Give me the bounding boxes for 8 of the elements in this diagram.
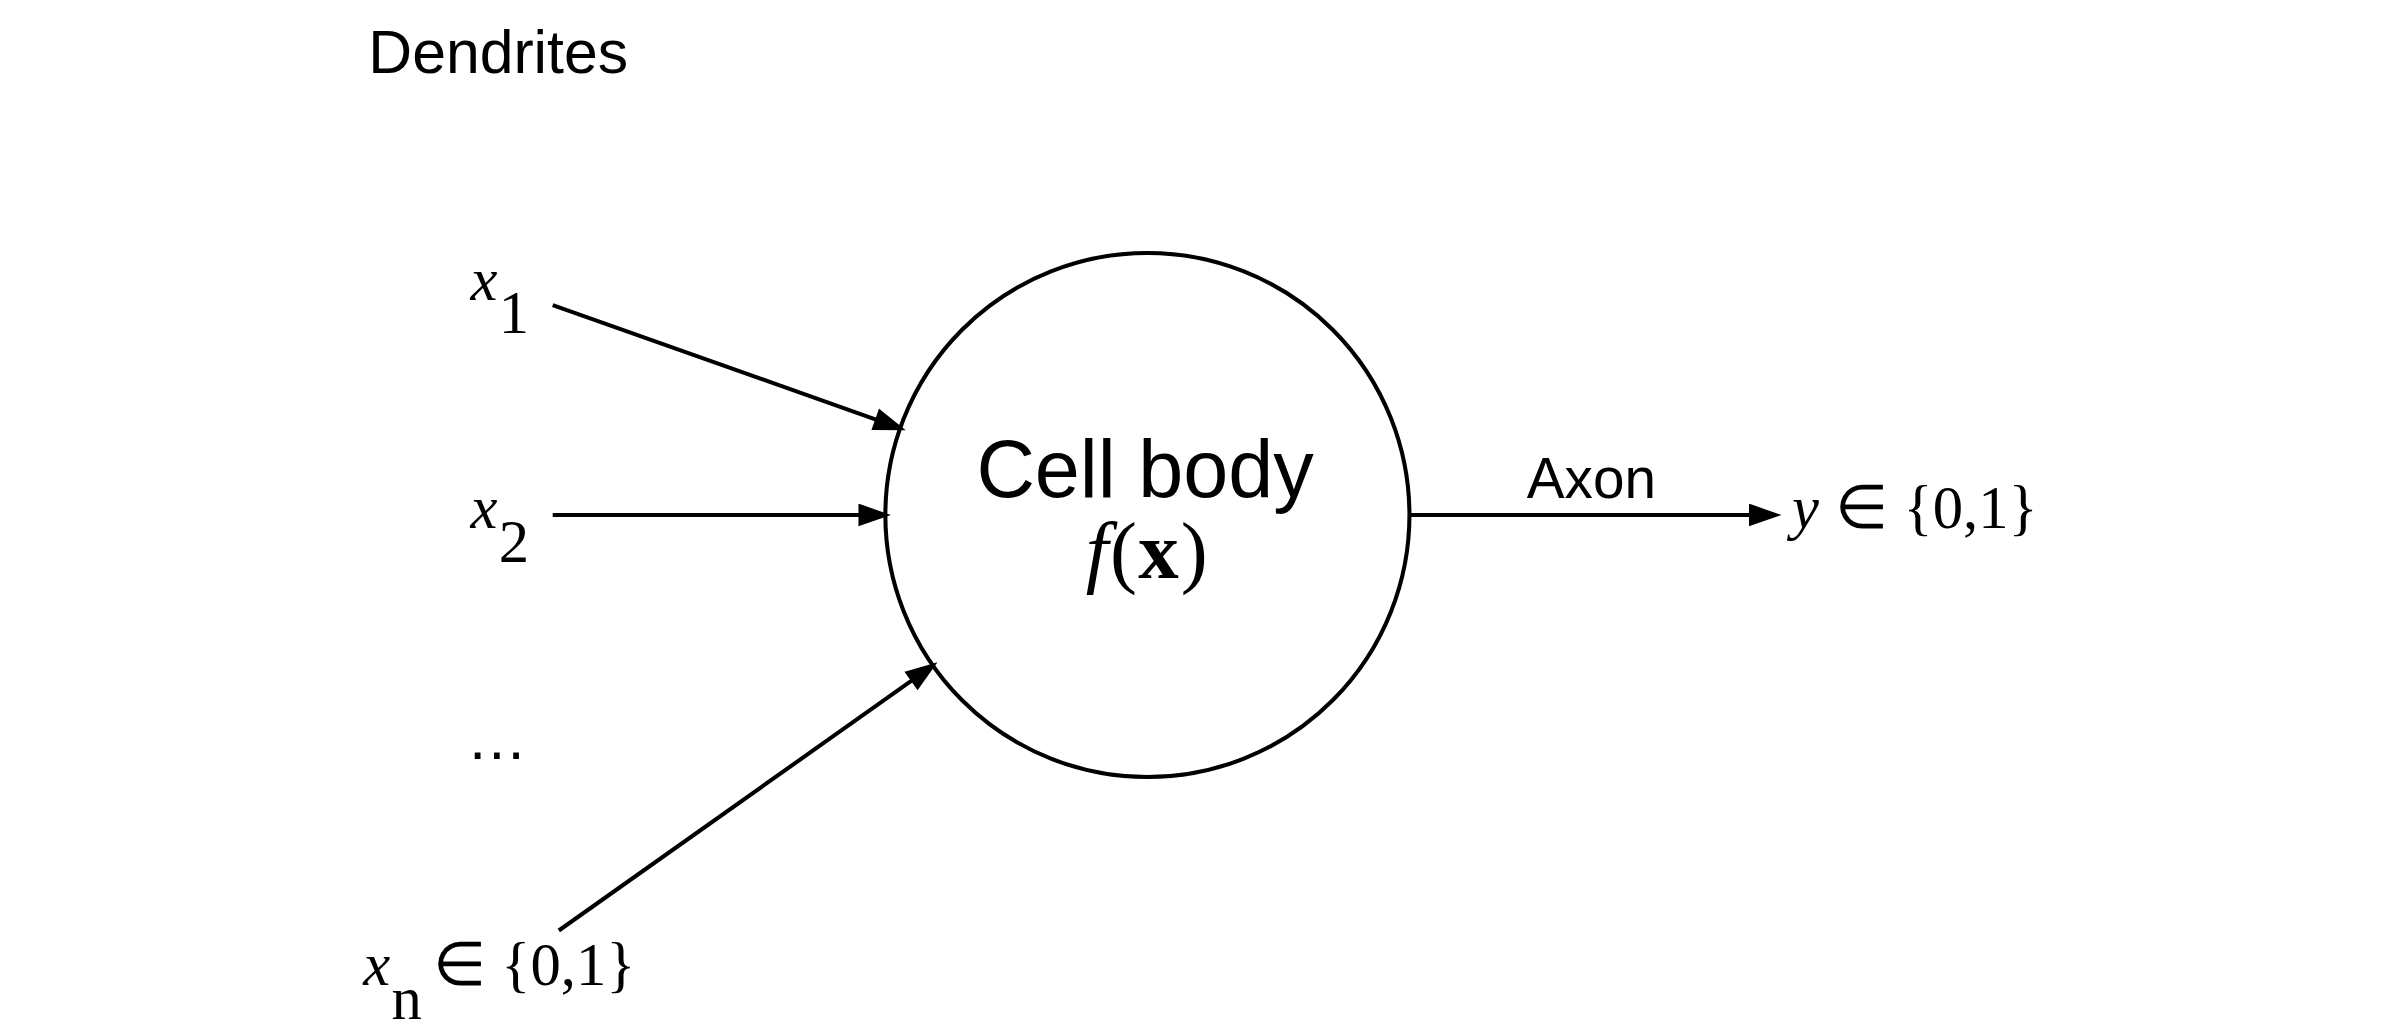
arrow xyxy=(551,303,906,431)
arrow xyxy=(1409,503,1781,527)
edge-label: Axon xyxy=(1526,446,1656,510)
label: … xyxy=(465,703,527,772)
arrow xyxy=(552,503,891,527)
label: Dendrites xyxy=(367,17,628,86)
node-circle: Cell body f(x) xyxy=(882,250,1411,780)
arrow xyxy=(557,662,937,933)
